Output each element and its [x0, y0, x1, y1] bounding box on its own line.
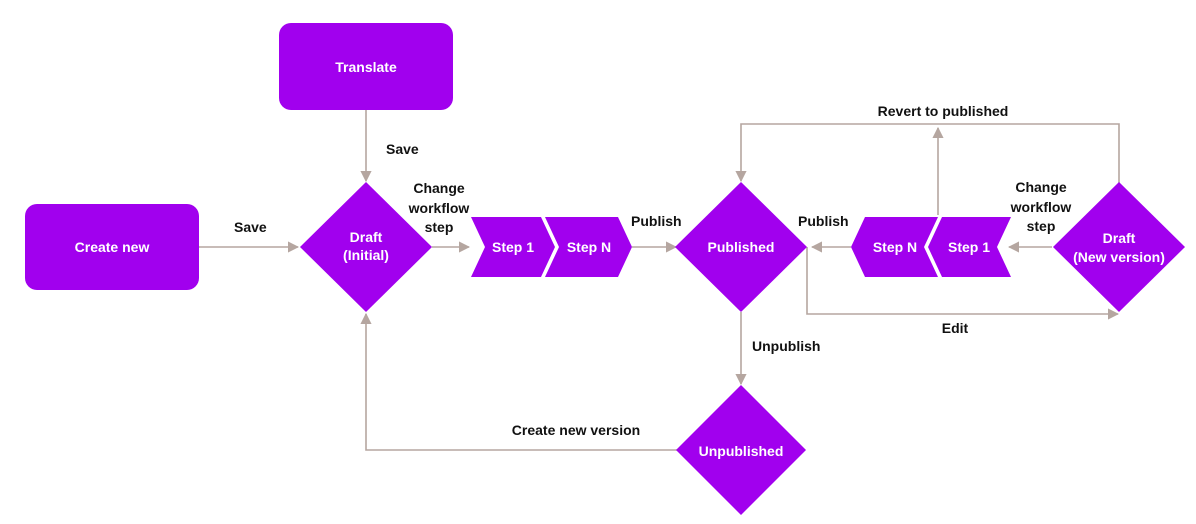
node-stepn-left[interactable]: Step N	[545, 217, 632, 277]
node-unpublished-label: Unpublished	[699, 443, 784, 459]
node-draft-new-line1: Draft	[1103, 230, 1136, 246]
label-revert-to-published: Revert to published	[878, 103, 1009, 119]
label-change-left-1: Change	[413, 180, 465, 196]
label-edit: Edit	[942, 320, 969, 336]
node-step1-left-label: Step 1	[492, 239, 534, 255]
label-create-new-version: Create new version	[512, 422, 640, 438]
node-published[interactable]: Published	[675, 182, 807, 312]
label-unpublish: Unpublish	[752, 338, 820, 354]
node-translate[interactable]: Translate	[279, 23, 453, 110]
node-translate-label: Translate	[335, 59, 397, 75]
label-change-left-2: workflow	[408, 200, 470, 216]
node-draft-new-version[interactable]: Draft (New version)	[1053, 182, 1185, 312]
label-save-top: Save	[386, 141, 419, 157]
edge-edit	[806, 247, 1120, 320]
edge-revert-from-draft	[735, 123, 1120, 183]
node-stepn-left-label: Step N	[567, 239, 611, 255]
node-create-new[interactable]: Create new	[25, 204, 199, 290]
node-draft-new-line2: (New version)	[1073, 249, 1165, 265]
label-change-left-3: step	[425, 219, 454, 235]
node-draft-initial[interactable]: Draft (Initial)	[300, 182, 432, 312]
label-save-left: Save	[234, 219, 267, 235]
label-publish-left: Publish	[631, 213, 682, 229]
label-publish-right: Publish	[798, 213, 849, 229]
node-step1-right[interactable]: Step 1	[928, 217, 1011, 277]
label-change-right-1: Change	[1015, 179, 1067, 195]
node-draft-initial-line2: (Initial)	[343, 247, 389, 263]
label-change-right-3: step	[1027, 218, 1056, 234]
edge-unpublished-to-draft	[360, 312, 677, 451]
node-stepn-right[interactable]: Step N	[851, 217, 938, 277]
node-published-label: Published	[708, 239, 775, 255]
node-step1-left[interactable]: Step 1	[471, 217, 555, 277]
node-stepn-right-label: Step N	[873, 239, 917, 255]
node-create-new-label: Create new	[75, 239, 150, 255]
label-change-right-2: workflow	[1010, 199, 1072, 215]
node-draft-initial-line1: Draft	[350, 229, 383, 245]
node-unpublished[interactable]: Unpublished	[676, 385, 806, 515]
node-step1-right-label: Step 1	[948, 239, 990, 255]
